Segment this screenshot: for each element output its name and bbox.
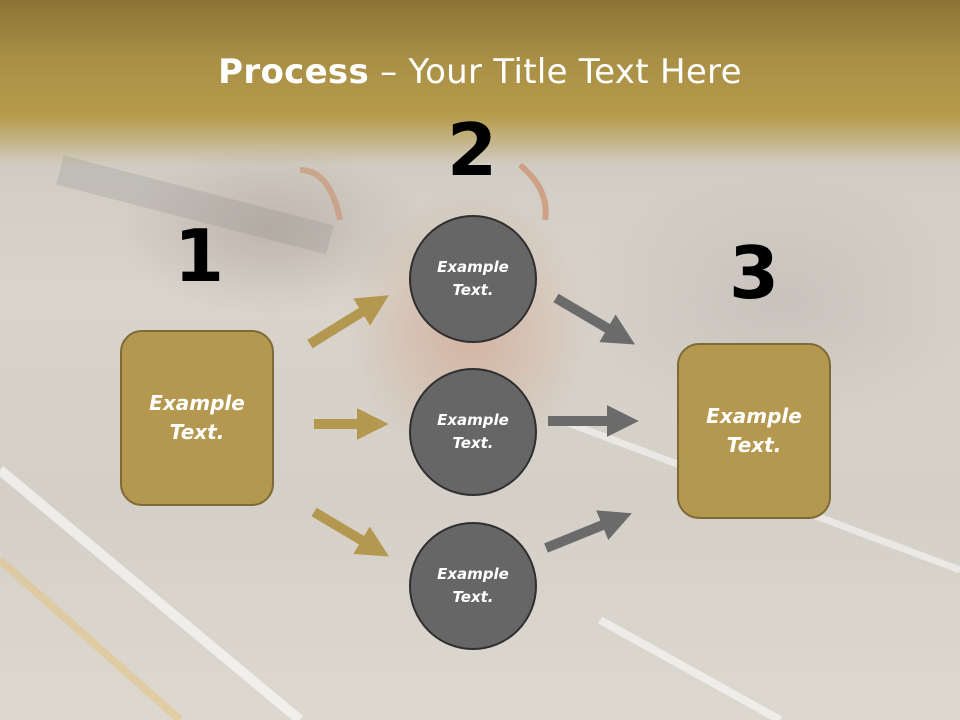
title-rest: – Your Title Text Here [369, 52, 742, 92]
circle-node-top: Example Text. [409, 215, 537, 343]
circle-node-bottom: Example Text. [409, 522, 537, 650]
step-number-1: 1 [173, 214, 225, 298]
left-box-label: Example Text. [149, 391, 245, 444]
title-strong: Process [218, 52, 370, 92]
step-number-3: 3 [728, 231, 780, 315]
arrow-circle-bottom-to-box3 [544, 510, 632, 553]
arrow-circle-top-to-box3 [553, 293, 636, 345]
right-box-label: Example Text. [706, 404, 802, 457]
arrow-box1-to-circle-top [307, 295, 389, 349]
step-number-2: 2 [446, 108, 498, 192]
right-process-box: Example Text. [677, 343, 831, 519]
circle-node-middle: Example Text. [409, 368, 537, 496]
arrow-box1-to-circle-bottom [311, 507, 390, 557]
circle-top-label: Example Text. [437, 258, 509, 299]
slide-title: Process – Your Title Text Here [0, 52, 960, 92]
circle-bottom-label: Example Text. [437, 565, 509, 606]
circle-middle-label: Example Text. [437, 411, 509, 452]
left-process-box: Example Text. [120, 330, 274, 506]
title-band [0, 0, 960, 165]
